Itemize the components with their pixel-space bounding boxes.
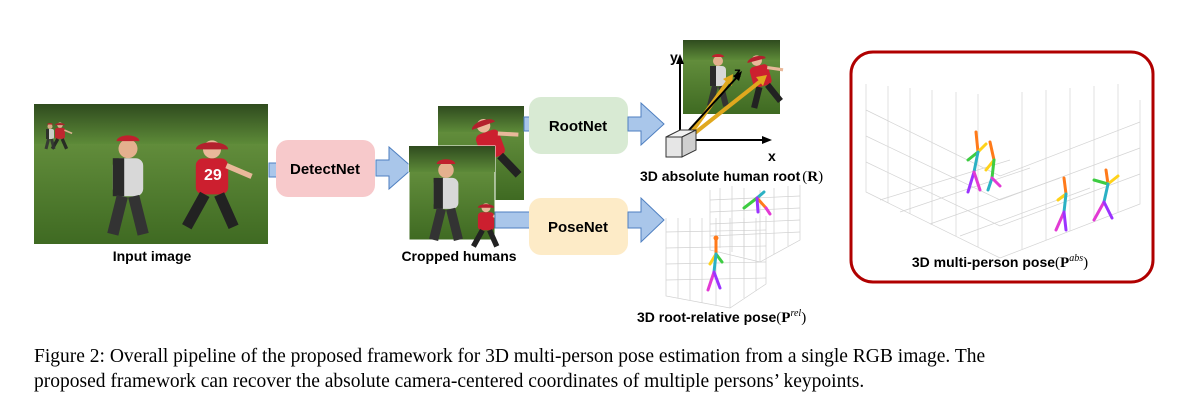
axis-z-label: z [734,64,741,80]
rootnet-label: RootNet [549,118,607,135]
detectnet-node: DetectNet [276,140,375,197]
figure-caption: Figure 2: Overall pipeline of the propos… [34,344,1164,394]
detectnet-label: DetectNet [290,161,360,178]
rootnet-node: RootNet [529,97,628,154]
axis-y-label: y [670,49,678,65]
root-relative-pose-label: 3D root-relative pose(Prel) [637,308,806,326]
multi-person-frame [849,50,1155,284]
absolute-root-label: 3D absolute human root(R) [640,168,823,185]
root-relative-skeleton [706,235,724,292]
cropped-humans-label: Cropped humans [401,248,516,264]
cropped-humans-images [408,106,531,246]
multi-person-grid [865,84,1141,259]
multi-person-pose-label: 3D multi-person pose(Pabs) [912,253,1088,271]
posenet-node: PoseNet [529,198,628,255]
axis-x-label: x [768,148,776,164]
posenet-label: PoseNet [548,219,608,236]
multi-person-skeleton-3 [1092,168,1120,222]
multi-person-skeleton-2 [1054,176,1068,232]
input-image-label: Input image [113,248,192,264]
multi-person-skeleton-1 [966,130,1002,194]
arrow-posenet-to-pose [627,196,665,244]
caption-line-2: proposed framework can recover the absol… [34,371,865,392]
svg-text:29: 29 [204,167,222,184]
absolute-root-panel: y z x [665,40,791,164]
root-relative-pose-plots [665,185,801,309]
arrow-detectnet-to-cropped [375,145,414,191]
arrow-rootnet-to-root [627,101,665,147]
caption-line-1: Figure 2: Overall pipeline of the propos… [34,346,986,367]
input-image: 29 [34,104,268,244]
root-relative-skeleton-small [742,190,772,216]
